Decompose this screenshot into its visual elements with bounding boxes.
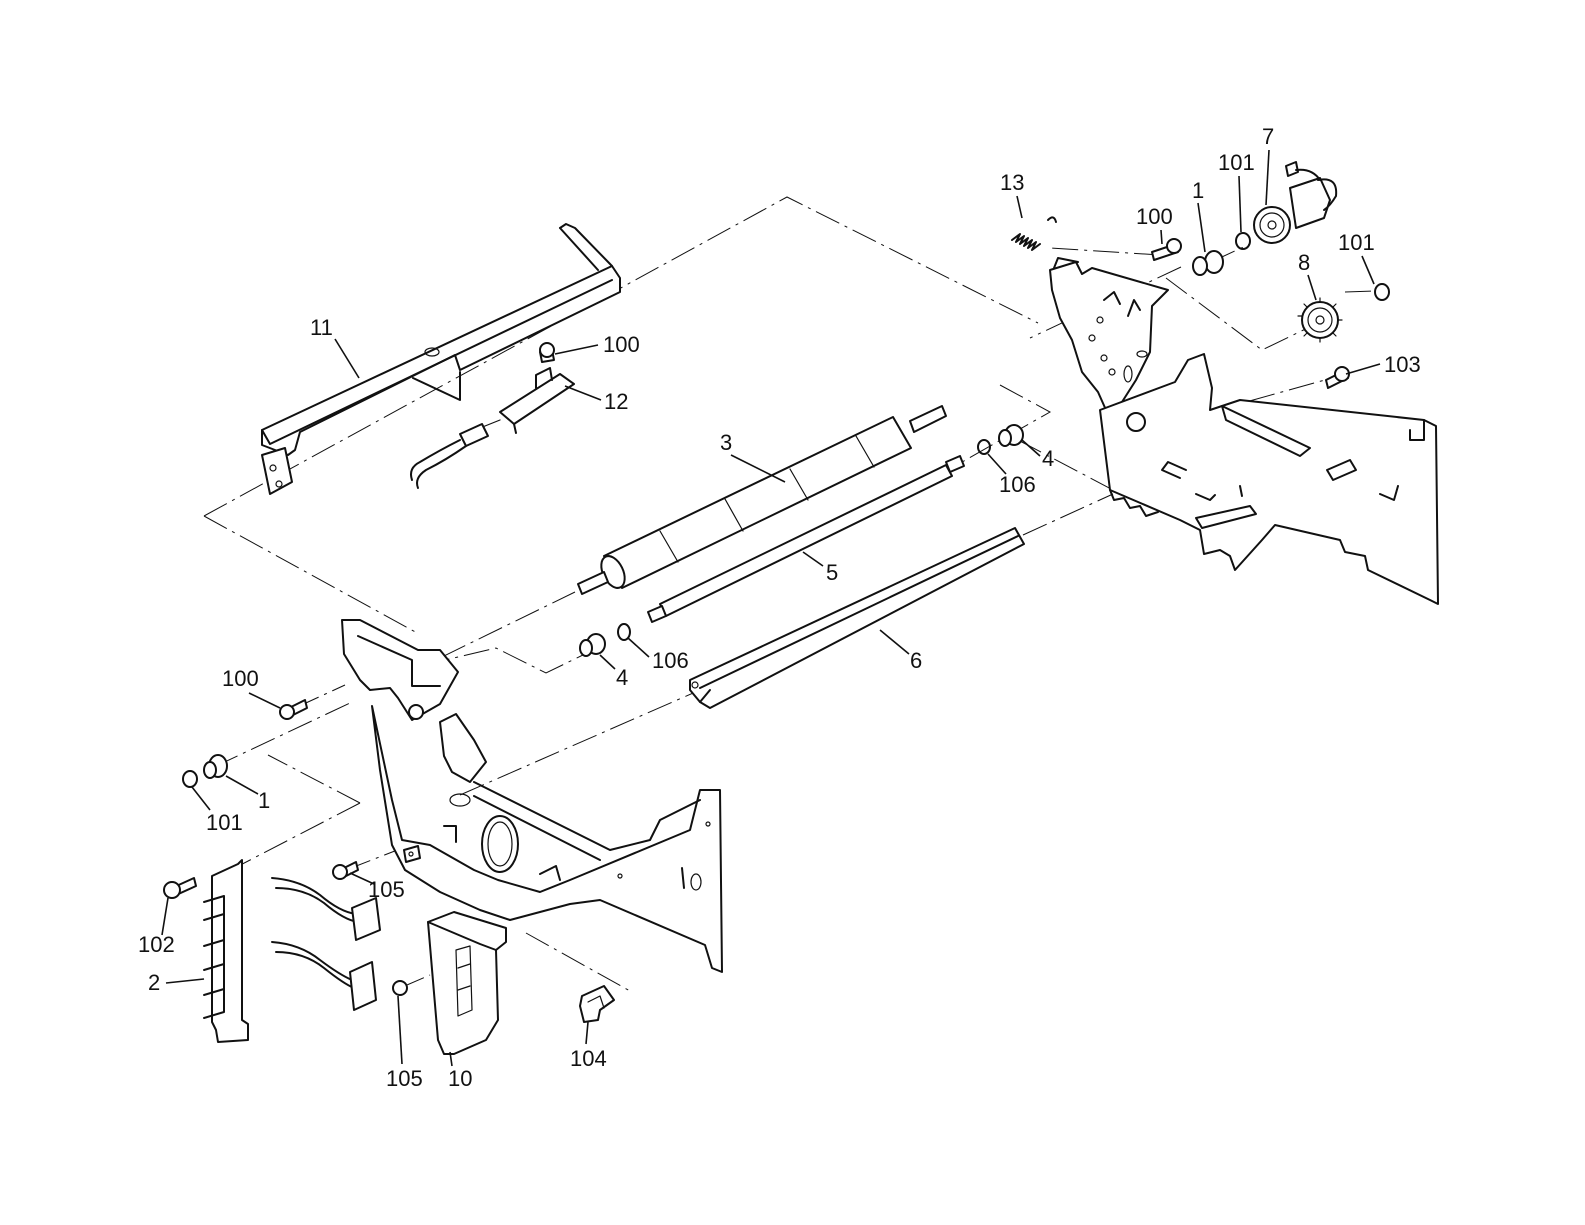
callout-106-left: 106: [652, 648, 689, 673]
alignment-lines: [204, 197, 1373, 991]
callout-12: 12: [604, 389, 628, 414]
callout-106-right: 106: [999, 472, 1036, 497]
part-13-spring: [1012, 217, 1056, 250]
callout-8: 8: [1298, 250, 1310, 275]
callout-100-left: 100: [222, 666, 259, 691]
leader-lines: [162, 150, 1380, 1066]
callout-4-right: 4: [1042, 446, 1054, 471]
callout-1-top: 1: [1192, 178, 1204, 203]
callout-4-left: 4: [616, 665, 628, 690]
part-8-gear: [1298, 298, 1342, 342]
callout-104: 104: [570, 1046, 607, 1071]
callout-5: 5: [826, 560, 838, 585]
callout-6: 6: [910, 648, 922, 673]
callout-1-left: 1: [258, 788, 270, 813]
callout-103: 103: [1384, 352, 1421, 377]
callout-105-mid: 105: [368, 877, 405, 902]
callout-3: 3: [720, 430, 732, 455]
part-10-bracket: [428, 912, 506, 1054]
part-104-clip: [580, 986, 614, 1022]
wire-harnesses: [272, 878, 380, 1010]
callout-101-left: 101: [206, 810, 243, 835]
callout-100-top: 100: [1136, 204, 1173, 229]
callout-101-top: 101: [1218, 150, 1255, 175]
callout-10: 10: [448, 1066, 472, 1091]
part-11-bracket: [262, 224, 620, 494]
callout-labels: 13 1 100 101 7 101 8 103 11 100 12 3 4 1…: [138, 124, 1421, 1091]
callout-2: 2: [148, 970, 160, 995]
callout-100-mid: 100: [603, 332, 640, 357]
callout-13: 13: [1000, 170, 1024, 195]
callout-102: 102: [138, 932, 175, 957]
callout-105-bottom: 105: [386, 1066, 423, 1091]
callout-7: 7: [1262, 124, 1274, 149]
part-6-rail: [690, 528, 1024, 708]
right-side-plate: [1050, 258, 1438, 604]
callout-101-right: 101: [1338, 230, 1375, 255]
part-2-bracket: [204, 860, 248, 1042]
callout-11: 11: [310, 315, 333, 340]
